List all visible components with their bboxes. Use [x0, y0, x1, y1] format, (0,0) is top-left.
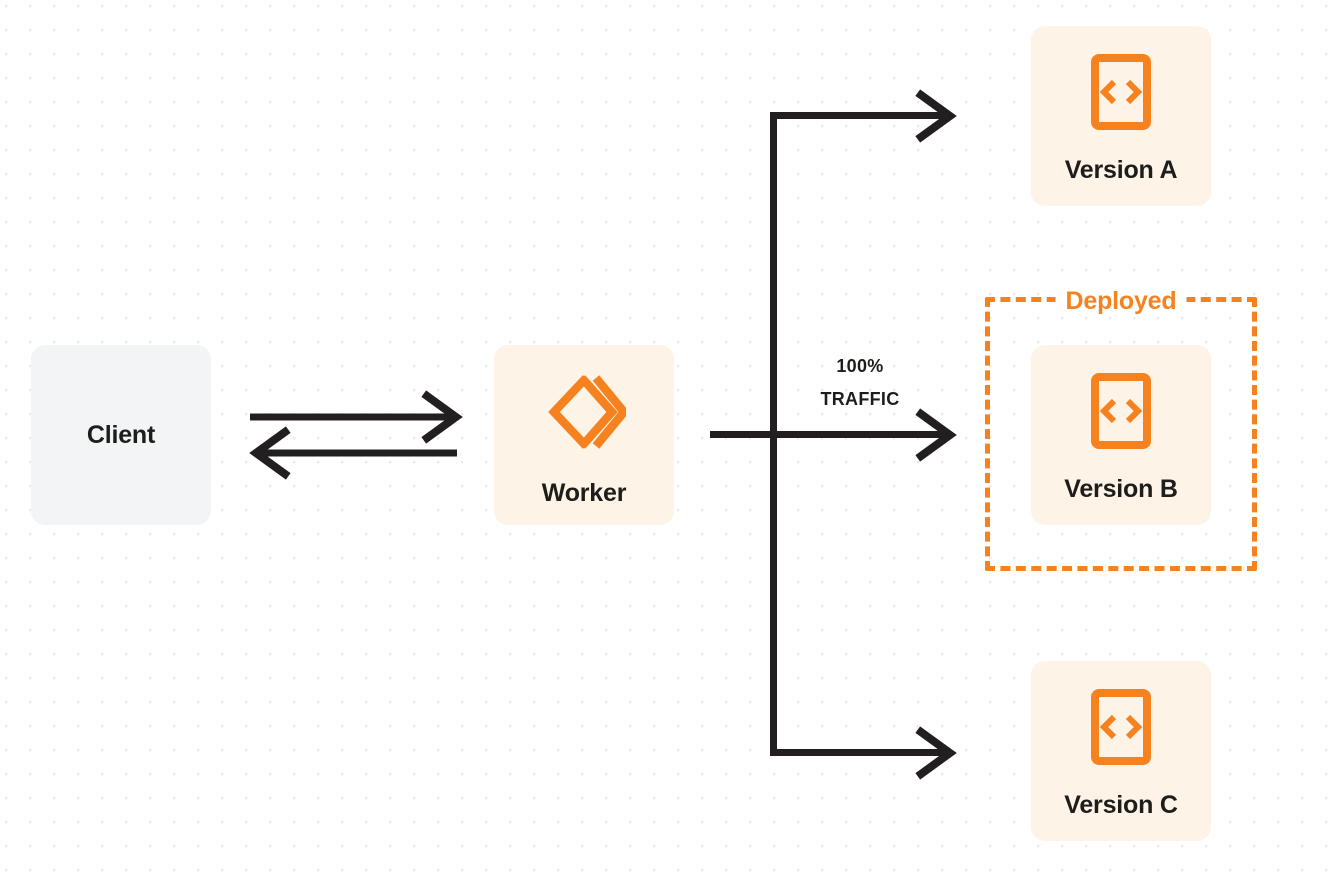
traffic-unit: TRAFFIC: [820, 389, 900, 409]
group-deployed: Deployed: [985, 286, 1257, 571]
workers-logo-icon: [542, 370, 630, 459]
edge-client-to-worker: [250, 390, 463, 444]
edge-worker-to-client: [249, 426, 457, 480]
code-file-icon: [1090, 372, 1152, 455]
edge-worker-to-version-b: [710, 408, 957, 462]
node-client[interactable]: Client: [31, 345, 211, 525]
node-version-b-label: Version B: [1064, 475, 1178, 503]
traffic-label: 100% TRAFFIC: [790, 350, 930, 416]
traffic-percent: 100%: [836, 356, 884, 376]
node-version-b[interactable]: Version B: [1031, 345, 1211, 525]
node-worker[interactable]: Worker: [494, 345, 674, 525]
node-version-c-label: Version C: [1064, 791, 1178, 819]
node-version-a[interactable]: Version A: [1031, 26, 1211, 206]
node-version-a-label: Version A: [1064, 156, 1178, 184]
node-version-c[interactable]: Version C: [1031, 661, 1211, 841]
edge-worker-to-version-c: [770, 726, 957, 780]
code-file-icon: [1090, 53, 1152, 136]
node-client-label: Client: [86, 420, 156, 449]
edge-worker-to-version-a: [770, 89, 957, 143]
code-file-icon: [1090, 688, 1152, 771]
node-worker-label: Worker: [541, 479, 627, 507]
group-deployed-label: Deployed: [1055, 286, 1187, 316]
